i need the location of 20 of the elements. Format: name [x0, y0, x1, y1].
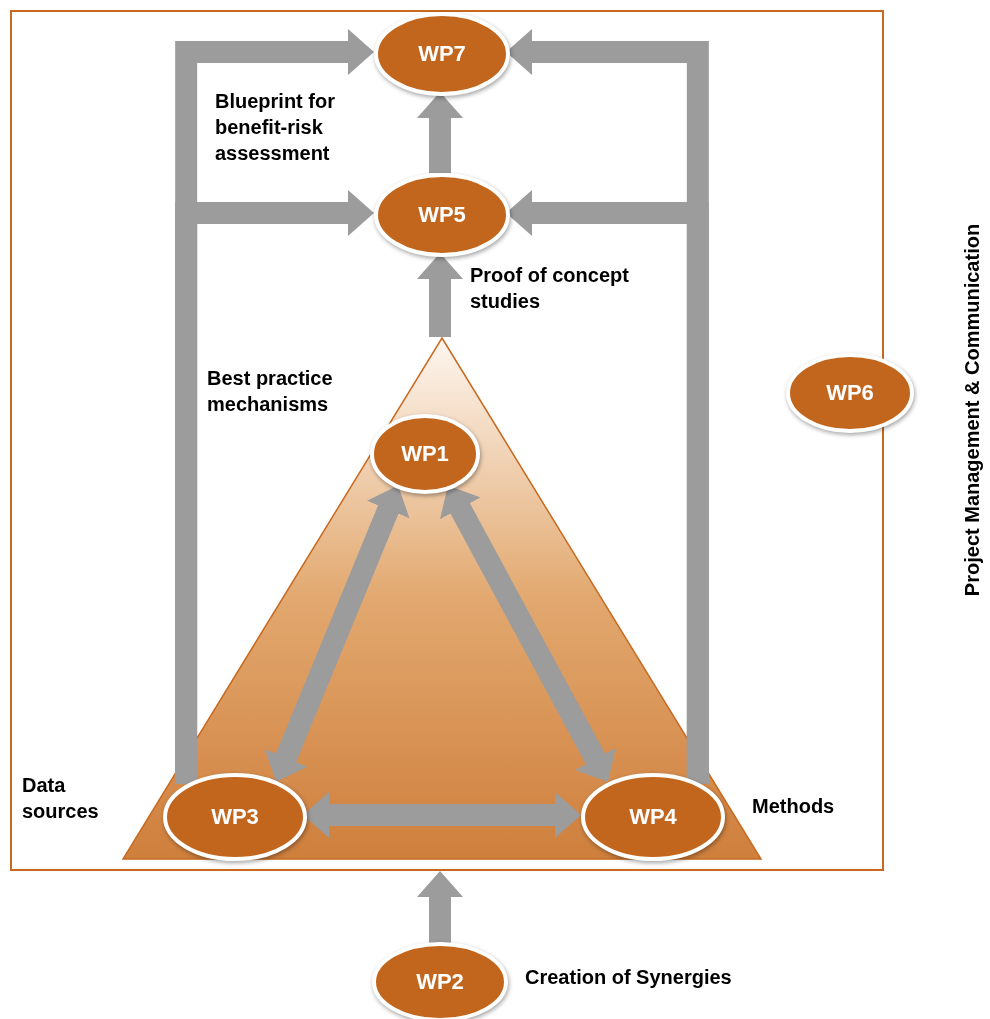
- node-label: WP4: [629, 804, 677, 830]
- work-package-ellipse: [580, 772, 726, 862]
- frame-border: [10, 10, 884, 871]
- annotation-text: Project Management & Communication: [960, 223, 984, 597]
- node-label: WP6: [826, 380, 874, 406]
- annotation-text: Data sources: [22, 773, 100, 824]
- node-label: WP3: [211, 804, 259, 830]
- node-label: WP2: [416, 969, 464, 995]
- work-package-ellipse: [369, 413, 481, 495]
- annotation-text: Blueprint for benefit-risk assessment: [215, 89, 336, 166]
- annotation-text: Best practice mechanisms: [207, 366, 334, 417]
- annotation-text: Proof of concept studies: [470, 263, 630, 314]
- annotation-text: Methods: [752, 794, 836, 819]
- node-label: WP7: [418, 41, 466, 67]
- arrow: [175, 190, 374, 784]
- work-package-ellipse: [162, 772, 308, 862]
- node-label: WP1: [401, 441, 449, 467]
- annotation-text: Creation of Synergies: [525, 965, 733, 990]
- node-label: WP5: [418, 202, 466, 228]
- arrow: [417, 871, 463, 944]
